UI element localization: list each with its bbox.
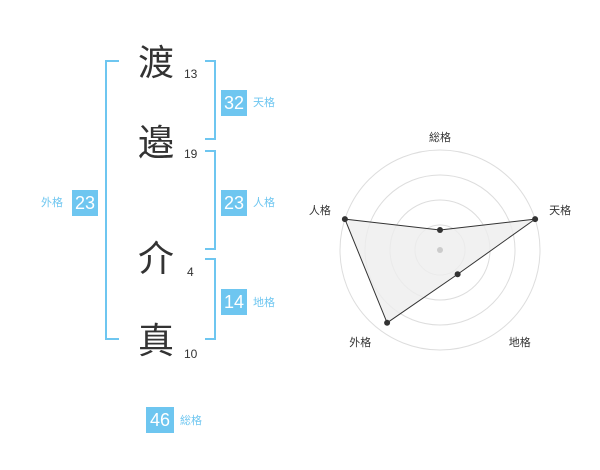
radar-point-1 — [437, 227, 443, 233]
name-char-2: 邉 — [138, 123, 175, 164]
tenkaku-label: 天格 — [253, 96, 275, 109]
tenkaku-value-badge: 32 — [221, 90, 247, 116]
gaikaku-label: 外格 — [41, 196, 63, 209]
jinkaku-value-badge: 23 — [221, 190, 247, 216]
radar-axis-label-2: 天格 — [549, 203, 571, 217]
gaikaku-value-badge: 23 — [72, 190, 98, 216]
stroke-count-4: 10 — [184, 347, 198, 361]
radar-center-dot — [437, 247, 443, 253]
radar-point-5 — [341, 216, 348, 223]
radar-axis-label-5: 人格 — [309, 203, 331, 217]
soukaku-value-badge: 46 — [146, 407, 174, 433]
soukaku-label: 総格 — [180, 414, 202, 427]
stroke-count-1: 13 — [184, 67, 198, 81]
name-char-3: 介 — [138, 239, 175, 280]
radar-data-polygon — [344, 218, 536, 324]
jinkaku-label: 人格 — [253, 196, 275, 209]
radar-ring — [339, 149, 541, 351]
radar-axis-label-3: 地格 — [509, 335, 531, 349]
gaikaku-bracket — [105, 60, 119, 340]
name-char-1: 渡 — [138, 43, 175, 84]
radar-point-4 — [384, 319, 391, 326]
chikaku-bracket — [205, 258, 216, 340]
stroke-count-3: 4 — [187, 265, 194, 279]
radar-point-2 — [532, 216, 539, 223]
radar-point-3 — [454, 271, 461, 278]
jinkaku-bracket — [205, 150, 216, 250]
tenkaku-bracket — [205, 60, 216, 140]
stroke-count-2: 19 — [184, 147, 198, 161]
chikaku-label: 地格 — [253, 296, 275, 309]
chikaku-value-badge: 14 — [221, 289, 247, 315]
radar-axis-label-4: 外格 — [349, 335, 371, 349]
radar-axis-label-1: 総格 — [429, 130, 451, 144]
name-char-4: 真 — [138, 321, 175, 362]
